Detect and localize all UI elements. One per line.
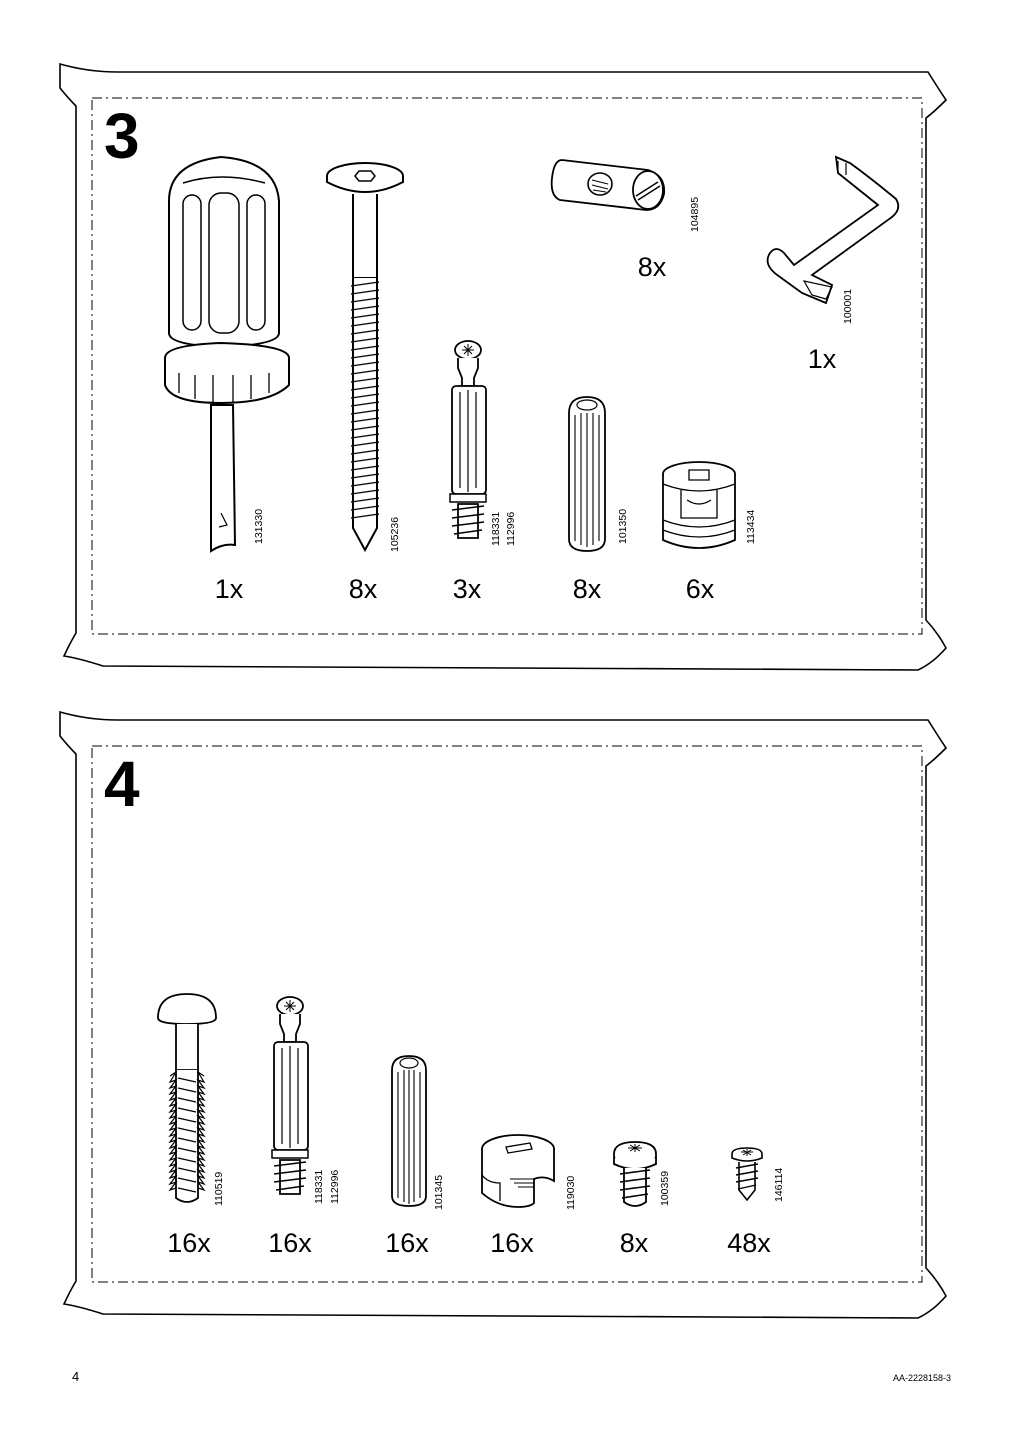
part-quantity: 1x bbox=[807, 344, 837, 374]
step-3-panel: 3 131330 1x 105236 8x 118331 11 bbox=[58, 58, 953, 673]
bolt-icon bbox=[326, 162, 404, 553]
wood-dowel-icon bbox=[391, 1055, 427, 1207]
part-code: 100359 bbox=[659, 1170, 671, 1206]
page-number: 4 bbox=[72, 1369, 80, 1384]
step-number: 3 bbox=[104, 100, 140, 172]
dowel-connector-icon bbox=[271, 996, 309, 1195]
part-code: 101350 bbox=[617, 508, 629, 544]
part-quantity: 8x bbox=[619, 1228, 649, 1258]
part-quantity: 8x bbox=[348, 574, 378, 604]
cam-lock-icon bbox=[662, 461, 736, 549]
part-code: 113434 bbox=[745, 509, 757, 544]
document-code: AA-2228158-3 bbox=[892, 1373, 951, 1383]
part-code: 104895 bbox=[689, 196, 701, 232]
part-quantity: 48x bbox=[727, 1228, 771, 1258]
part-quantity: 16x bbox=[490, 1228, 534, 1258]
part-code: 118331 bbox=[313, 1169, 325, 1204]
part-quantity: 8x bbox=[637, 252, 667, 282]
part-code: 100001 bbox=[842, 288, 854, 324]
allen-key-icon bbox=[766, 155, 900, 305]
part-code: 119030 bbox=[565, 1175, 577, 1210]
part-quantity: 3x bbox=[452, 574, 482, 604]
part-code: 110519 bbox=[213, 1171, 225, 1206]
step-number: 4 bbox=[104, 748, 140, 820]
part-code: 101345 bbox=[433, 1174, 445, 1210]
part-quantity: 16x bbox=[385, 1228, 429, 1258]
part-quantity: 6x bbox=[685, 574, 715, 604]
part-code: 105236 bbox=[389, 516, 401, 552]
part-quantity: 8x bbox=[572, 574, 602, 604]
pan-head-screw-icon bbox=[613, 1141, 657, 1207]
cam-lock-housing-icon bbox=[481, 1134, 555, 1208]
part-code: 112996 bbox=[505, 511, 517, 546]
screwdriver-icon bbox=[164, 155, 290, 553]
part-code: 131330 bbox=[253, 508, 265, 544]
part-quantity: 16x bbox=[167, 1228, 211, 1258]
part-code: 146114 bbox=[773, 1167, 785, 1202]
step-4-panel: 4 110519 16x 118331 112996 16x 101345 16… bbox=[58, 706, 953, 1321]
barrel-nut-icon bbox=[550, 159, 666, 211]
panel-frame bbox=[59, 62, 948, 671]
panel-frame bbox=[59, 710, 948, 1319]
part-quantity: 16x bbox=[268, 1228, 312, 1258]
dowel-connector-icon bbox=[449, 340, 487, 539]
part-code: 118331 bbox=[490, 511, 502, 546]
wood-dowel-icon bbox=[568, 396, 606, 552]
small-screw-icon bbox=[731, 1147, 763, 1202]
part-code: 112996 bbox=[329, 1169, 341, 1204]
part-quantity: 1x bbox=[214, 574, 244, 604]
mushroom-head-bolt-icon bbox=[157, 993, 217, 1203]
